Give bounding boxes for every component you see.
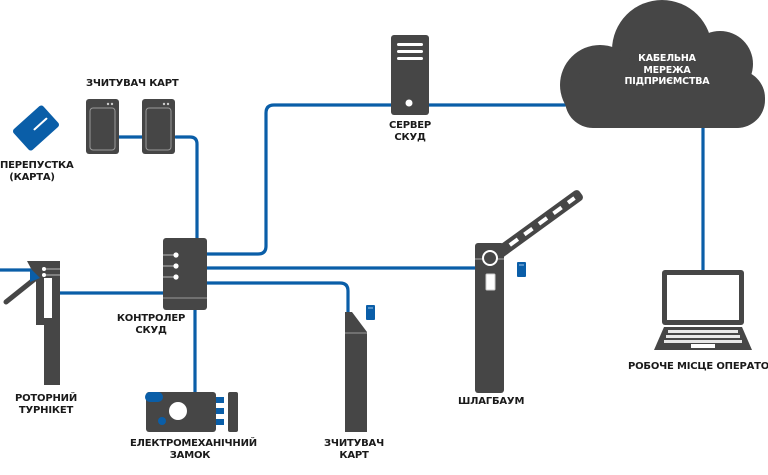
barrier-gate-icon	[475, 190, 583, 393]
card-readers-label: ЗЧИТУВАЧ КАРТ	[86, 78, 179, 89]
pillar-card-reader-icon	[345, 305, 375, 432]
turnstile-icon	[3, 261, 60, 385]
cloud-network-icon	[560, 0, 765, 128]
lock-label: ЕЛЕКТРОМЕХАНІЧНИЙ ЗАМОК	[130, 438, 257, 461]
wire-controller-to-server	[204, 103, 396, 256]
electromechanical-lock-icon	[145, 392, 238, 432]
barrier-label: ШЛАГБАУМ	[458, 396, 525, 407]
controller-icon	[163, 238, 207, 310]
wire-readers-to-controller	[174, 135, 199, 242]
turnstile-label: РОТОРНИЙ ТУРНІКЕТ	[15, 393, 77, 416]
card-reader-icon	[142, 99, 175, 154]
server-tower-icon	[391, 35, 429, 115]
card-reader-icon	[86, 99, 119, 154]
wire-controller-to-pillar-reader	[204, 281, 350, 314]
controller-label: КОНТРОЛЕР СКУД	[116, 313, 186, 336]
cloud-label: КАБЕЛЬНА МЕРЕЖА ПІДПРИЄМСТВА	[624, 53, 710, 87]
pass-card-label: ПЕРЕПУСТКА (КАРТА)	[0, 160, 74, 183]
pillar-reader-label: ЗЧИТУВАЧ КАРТ	[324, 438, 384, 461]
workstation-label: РОБОЧЕ МІСЦЕ ОПЕРАТОРА	[628, 361, 768, 372]
server-label: СЕРВЕР СКУД	[388, 120, 432, 143]
laptop-icon	[654, 270, 752, 350]
access-card-icon	[13, 105, 59, 151]
